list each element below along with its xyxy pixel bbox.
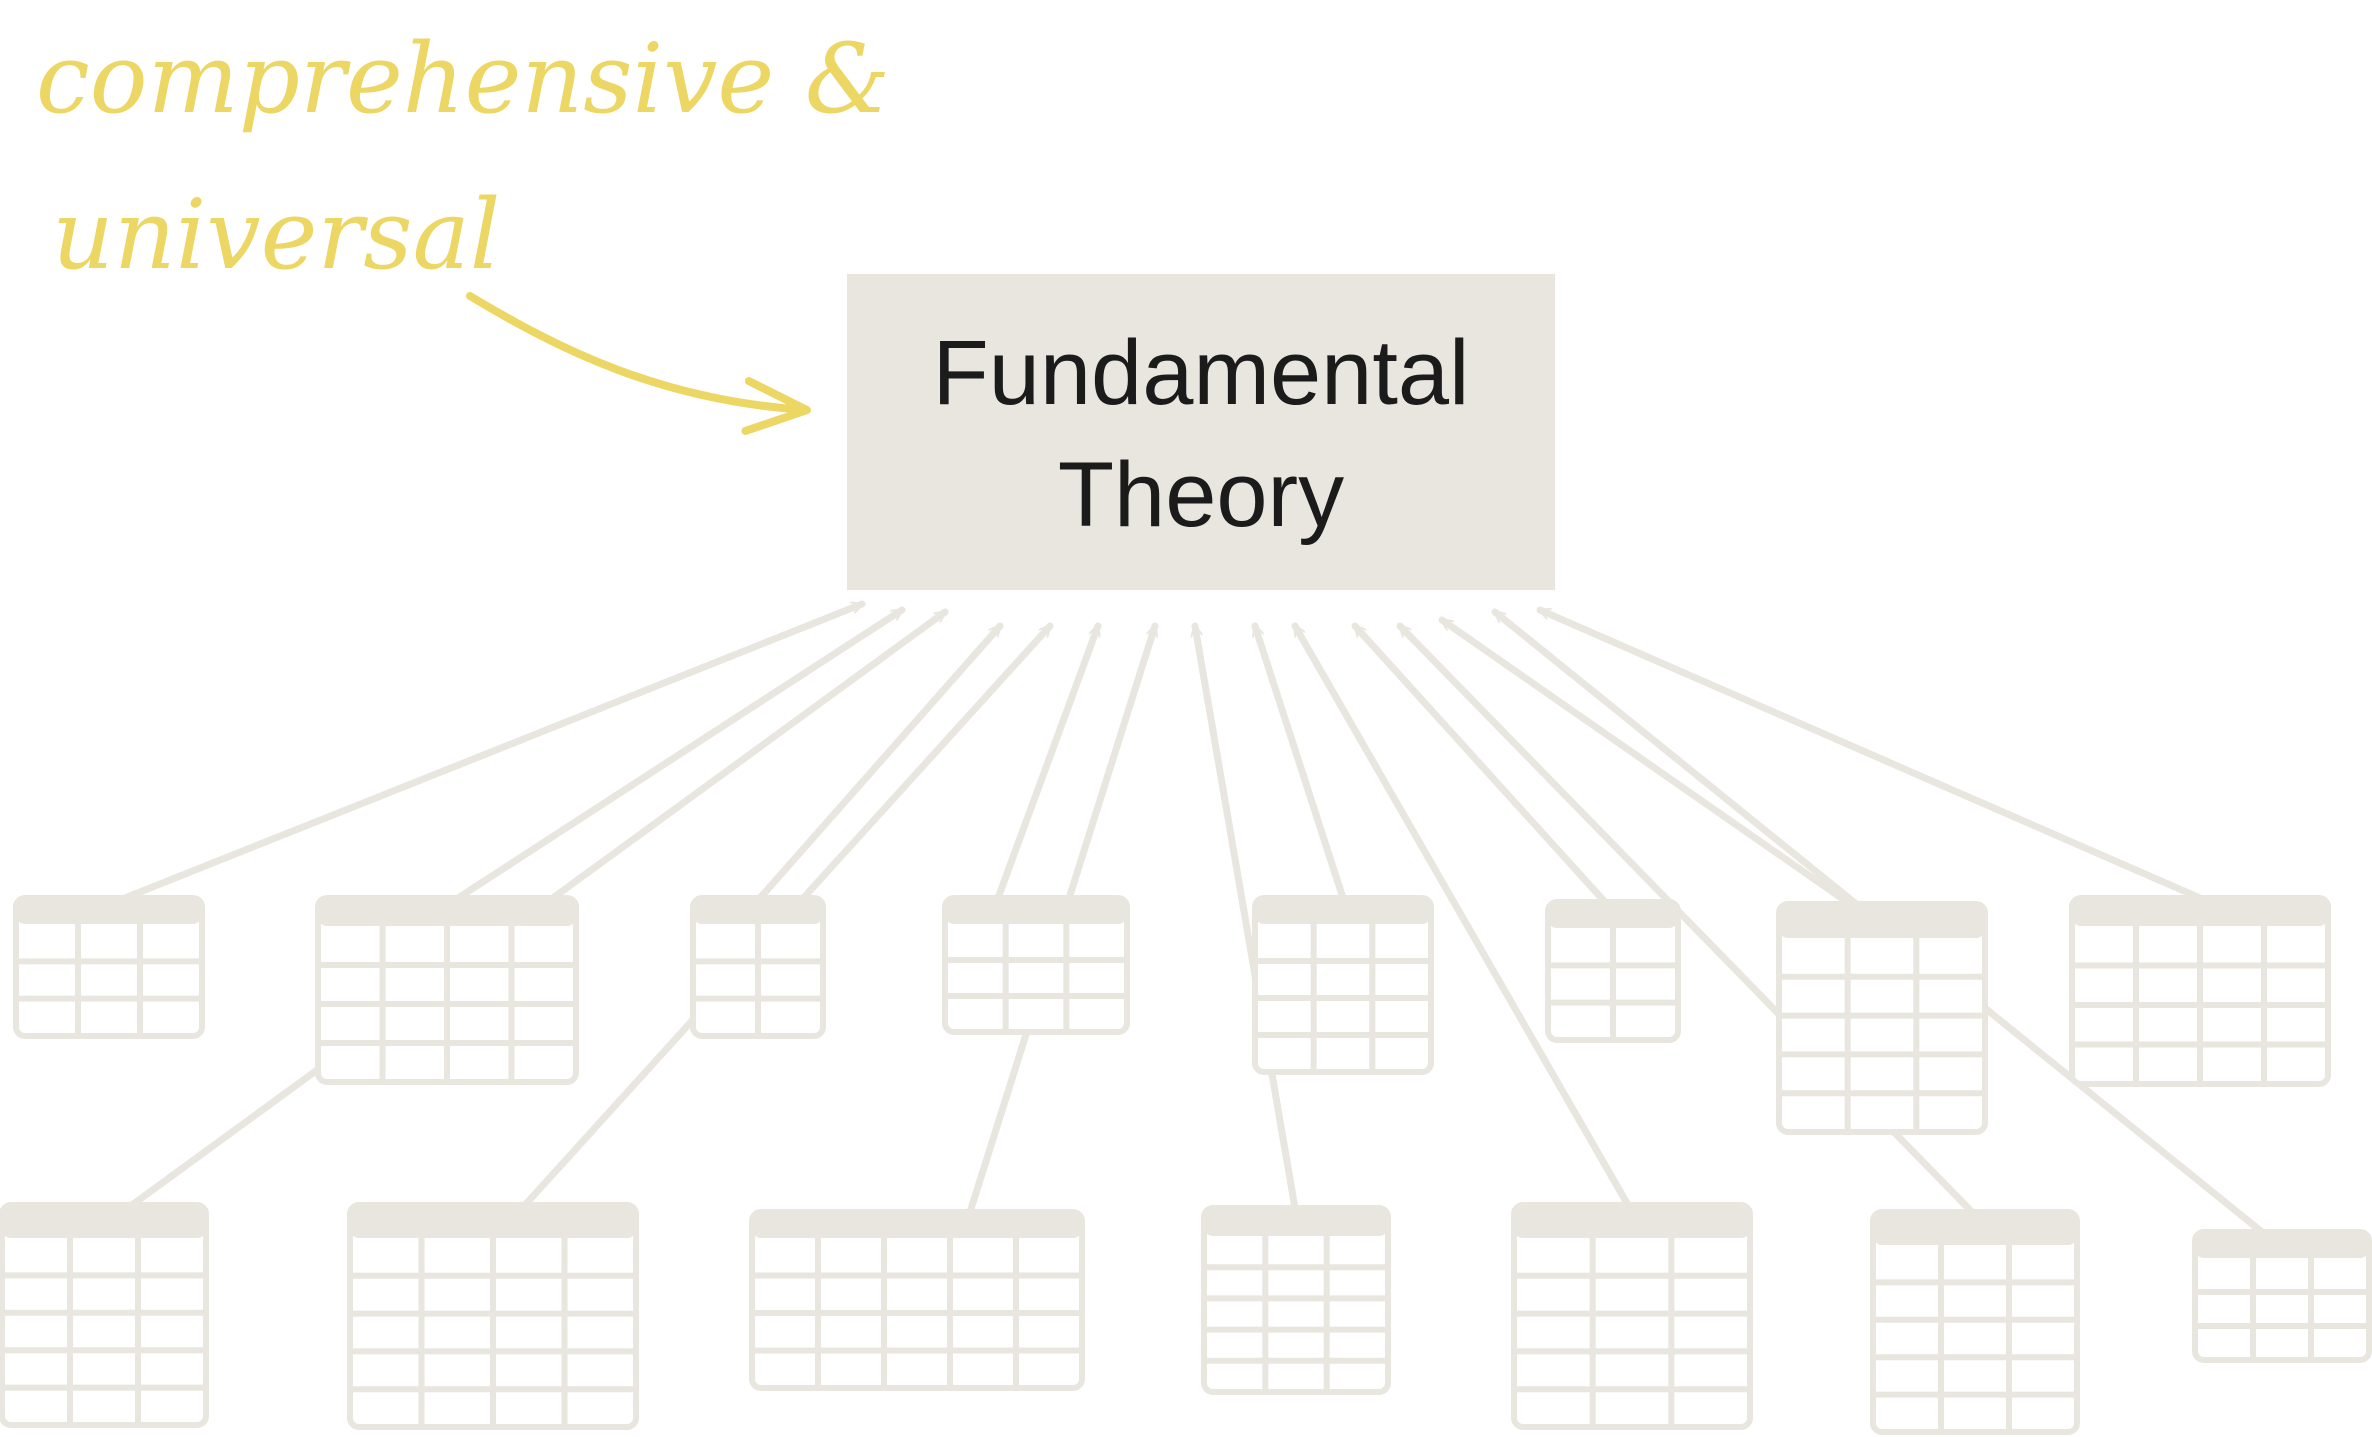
- table-icon: [347, 1202, 639, 1430]
- table-header: [1873, 1212, 2077, 1245]
- theory-box: [847, 274, 1555, 590]
- table-icon: [0, 1202, 209, 1428]
- table-outline: [1252, 895, 1434, 1075]
- arrow-4: [994, 622, 1102, 902]
- table-icon: [942, 895, 1130, 1035]
- table-header: [945, 898, 1127, 924]
- annotation-line-2: universal: [52, 179, 501, 291]
- table-header: [16, 898, 202, 924]
- table-icon: [1201, 1205, 1391, 1395]
- theory-node: Fundamental Theory: [847, 274, 1555, 590]
- table-header: [693, 898, 823, 924]
- table-outline: [749, 1209, 1085, 1391]
- table-header: [1255, 898, 1431, 924]
- arrow-12: [1195, 622, 1299, 1212]
- table-header: [752, 1212, 1082, 1238]
- table-icon: [315, 895, 579, 1085]
- table-icon: [13, 895, 205, 1039]
- table-icon: [1511, 1202, 1753, 1430]
- arrow-3: [756, 622, 1004, 902]
- table-header: [350, 1205, 636, 1238]
- table-header: [2, 1205, 206, 1238]
- theory-title-line-2: Theory: [1058, 444, 1344, 546]
- annotation: comprehensive & universal: [36, 23, 890, 435]
- arrow-5: [1251, 622, 1347, 902]
- table-icon: [1545, 899, 1681, 1043]
- data-source-tables: [0, 895, 2372, 1435]
- table-header: [2072, 898, 2328, 926]
- table-icon: [749, 1209, 1085, 1391]
- arrow-1: [121, 600, 866, 902]
- arrow-6: [1351, 622, 1609, 906]
- arrow-8: [1536, 606, 2204, 902]
- theory-title-line-1: Fundamental: [933, 322, 1470, 424]
- table-icon: [1776, 901, 1988, 1135]
- table-icon: [2069, 895, 2331, 1087]
- annotation-line-1: comprehensive &: [36, 23, 890, 135]
- table-header: [1514, 1205, 1750, 1238]
- arrow-13: [1291, 622, 1632, 1209]
- table-header: [1204, 1208, 1388, 1236]
- table-header: [1779, 904, 1985, 938]
- table-icon: [1870, 1209, 2080, 1435]
- arrow-7: [1438, 616, 1854, 908]
- table-icon: [1252, 895, 1434, 1075]
- arrow-2: [454, 606, 906, 902]
- table-header: [1548, 902, 1678, 928]
- table-icon: [2192, 1229, 2372, 1363]
- table-icon: [690, 895, 826, 1039]
- annotation-arrow: [466, 292, 811, 435]
- table-header: [2195, 1232, 2369, 1258]
- table-header: [318, 898, 576, 926]
